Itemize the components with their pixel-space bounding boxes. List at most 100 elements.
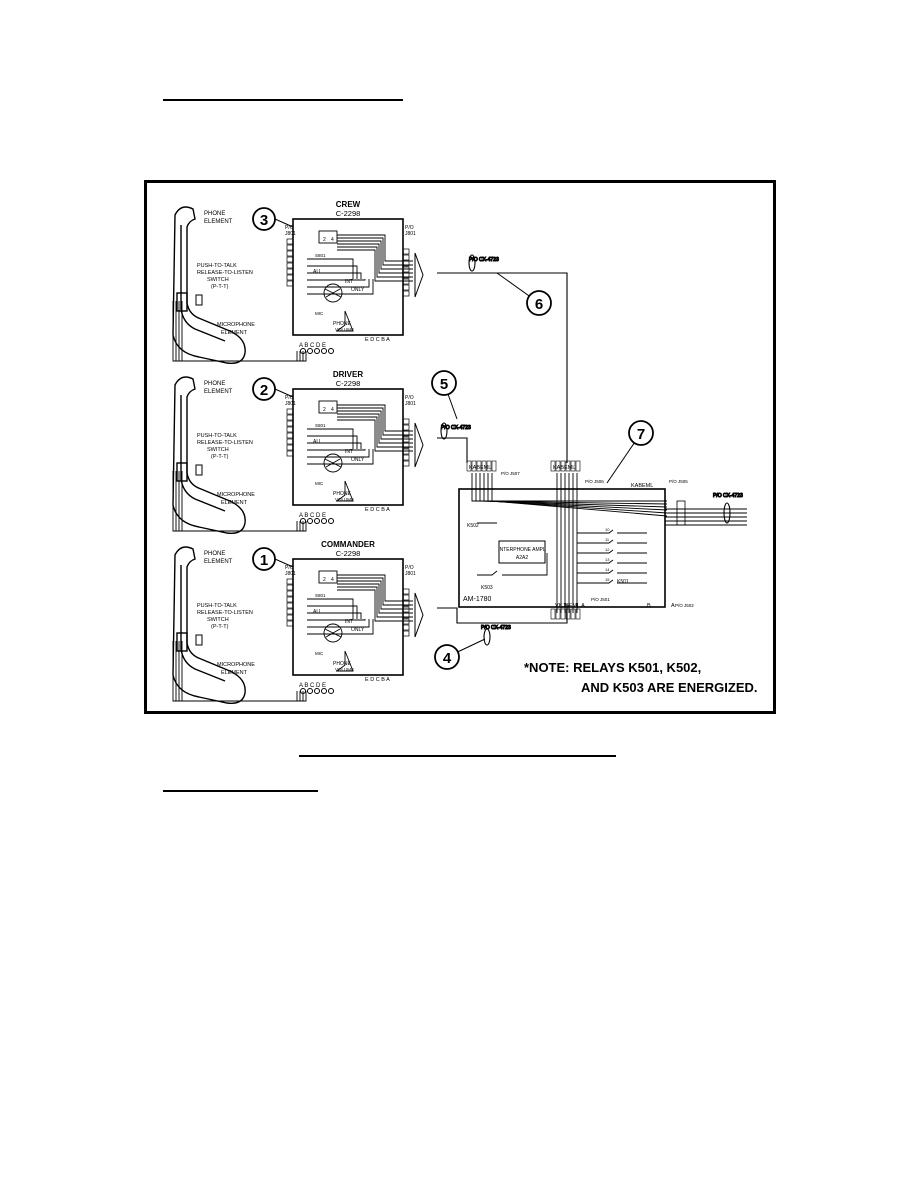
switch-pin-2: 2	[323, 577, 326, 583]
ptt-label-3: SWITCH	[207, 617, 229, 623]
amp-jack-5: P/O J502	[675, 603, 694, 608]
amp-pins-1: KABEML	[469, 465, 491, 471]
selector-switch-icon	[323, 623, 343, 643]
callout-4: 4	[443, 650, 452, 667]
a2-label: A2A2	[516, 555, 528, 561]
ptt-label-3: SWITCH	[207, 447, 229, 453]
phone-element-label-2: ELEMENT	[204, 389, 233, 395]
volume-control-icon	[335, 650, 354, 672]
int-label: INT	[345, 449, 353, 455]
station-title: DRIVER	[333, 370, 363, 379]
bottom-pins-left: A B C D E	[299, 513, 326, 519]
volume-label: VOLUME	[335, 667, 354, 672]
phone-element-label: PHONE	[204, 211, 225, 217]
mic-element-label-1: MICROPHONE	[217, 492, 255, 498]
int-label: INT	[345, 619, 353, 625]
mic-element-label-1: MICROPHONE	[217, 662, 255, 668]
connector-icon	[414, 592, 424, 638]
mic-element-label-2: ELEMENT	[221, 670, 248, 676]
selector-switch-icon	[323, 453, 343, 473]
only-label: ONLY	[351, 287, 365, 293]
switch-pin-4: 4	[331, 237, 334, 243]
commander-cable	[437, 605, 568, 624]
bottom-pins-right: E D C B A	[365, 337, 390, 343]
jack-right-label-a: P/O	[405, 395, 414, 401]
phone-label: PHONE	[333, 491, 351, 497]
bottom-pins-right: E D C B A	[365, 677, 390, 683]
cable-label-commander: P/O CX-4723	[481, 625, 511, 631]
jack-right-label-b: J801	[405, 401, 416, 407]
ptt-label-2: RELEASE-TO-LISTEN	[197, 610, 253, 616]
mic-element-label-2: ELEMENT	[221, 500, 248, 506]
relay-a-label: K502	[467, 523, 479, 529]
mic-label: MIC	[315, 651, 324, 656]
switch-pin-4: 4	[331, 577, 334, 583]
station-commander: PHONEELEMENTPUSH-TO-TALKRELEASE-TO-LISTE…	[172, 540, 424, 704]
amplifier-box	[458, 488, 666, 608]
station-crew: PHONEELEMENTPUSH-TO-TALKRELEASE-TO-LISTE…	[172, 200, 424, 364]
jack-label-b: J801	[285, 571, 296, 577]
jack-label-a: P/O	[285, 395, 294, 401]
connector-icon	[414, 252, 424, 298]
cable-clamp-icon	[440, 422, 448, 440]
bottom-pins-right: E D C B A	[365, 507, 390, 513]
callout-5: 5	[440, 376, 448, 393]
switch-label: S801	[315, 253, 326, 258]
cable-clamp-icon	[468, 254, 476, 272]
all-label: ALL	[313, 439, 322, 445]
connector-icon	[414, 422, 424, 468]
jack-label-a: P/O	[285, 225, 294, 231]
station-title: COMMANDER	[321, 540, 375, 549]
ptt-label-3: SWITCH	[207, 277, 229, 283]
ptt-label-2: RELEASE-TO-LISTEN	[197, 440, 253, 446]
callout-2: 2	[260, 382, 268, 399]
all-label: ALL	[313, 609, 322, 615]
output-jack-icon	[676, 500, 686, 526]
mic-element-label-1: MICROPHONE	[217, 322, 255, 328]
jack-right-label-b: J801	[405, 571, 416, 577]
cable-clamp-icon	[723, 502, 731, 524]
cable-clamp-icon	[483, 628, 491, 646]
ptt-button-icon	[195, 634, 203, 646]
mic-label: MIC	[315, 311, 324, 316]
driver-cable	[437, 437, 468, 463]
handset-icon	[172, 376, 246, 534]
volume-control-icon	[335, 480, 354, 502]
jack-label-b: J801	[285, 231, 296, 237]
amp-jack-4: P/O J501	[591, 597, 610, 602]
amp-pins-3: KABEML	[631, 483, 653, 489]
amp-jack-3: P/O J505	[669, 479, 688, 484]
jack-label-b: J801	[285, 401, 296, 407]
figure-caption-rule	[299, 755, 616, 757]
internal-wiring	[307, 570, 413, 672]
ptt-button-icon	[195, 294, 203, 306]
phone-element-label: PHONE	[204, 381, 225, 387]
callout-4-circle	[434, 644, 460, 670]
note-line-1: *NOTE: RELAYS K501, K502,	[524, 660, 701, 675]
amp-pins-bottom: VKJBEML A	[555, 603, 585, 609]
amp-name: AM-1780	[463, 596, 492, 603]
volume-label: VOLUME	[335, 327, 354, 332]
relay-contact-15: 15	[605, 577, 610, 582]
handset-icon	[172, 206, 246, 364]
station-model: C-2298	[336, 379, 361, 388]
ptt-label-1: PUSH-TO-TALK	[197, 433, 237, 439]
relay-b-label: K503	[481, 585, 493, 591]
internal-wiring	[307, 400, 413, 502]
volume-label: VOLUME	[335, 497, 354, 502]
callout-1: 1	[260, 552, 268, 569]
ptt-label-4: (P-T-T)	[211, 284, 229, 290]
cable-label-crew: P/O CX-4723	[469, 257, 499, 263]
amp-pin-a: A	[671, 603, 675, 609]
jack-right-label-a: P/O	[405, 565, 414, 571]
callout-7: 7	[637, 426, 645, 443]
ptt-label-4: (P-T-T)	[211, 454, 229, 460]
all-label: ALL	[313, 269, 322, 275]
station-model: C-2298	[336, 549, 361, 558]
switch-label: S801	[315, 593, 326, 598]
relay-contact-10: 10	[605, 527, 610, 532]
interphone-amp-block	[498, 540, 546, 564]
amp-jack-2: P/O J506	[585, 479, 604, 484]
only-label: ONLY	[351, 457, 365, 463]
